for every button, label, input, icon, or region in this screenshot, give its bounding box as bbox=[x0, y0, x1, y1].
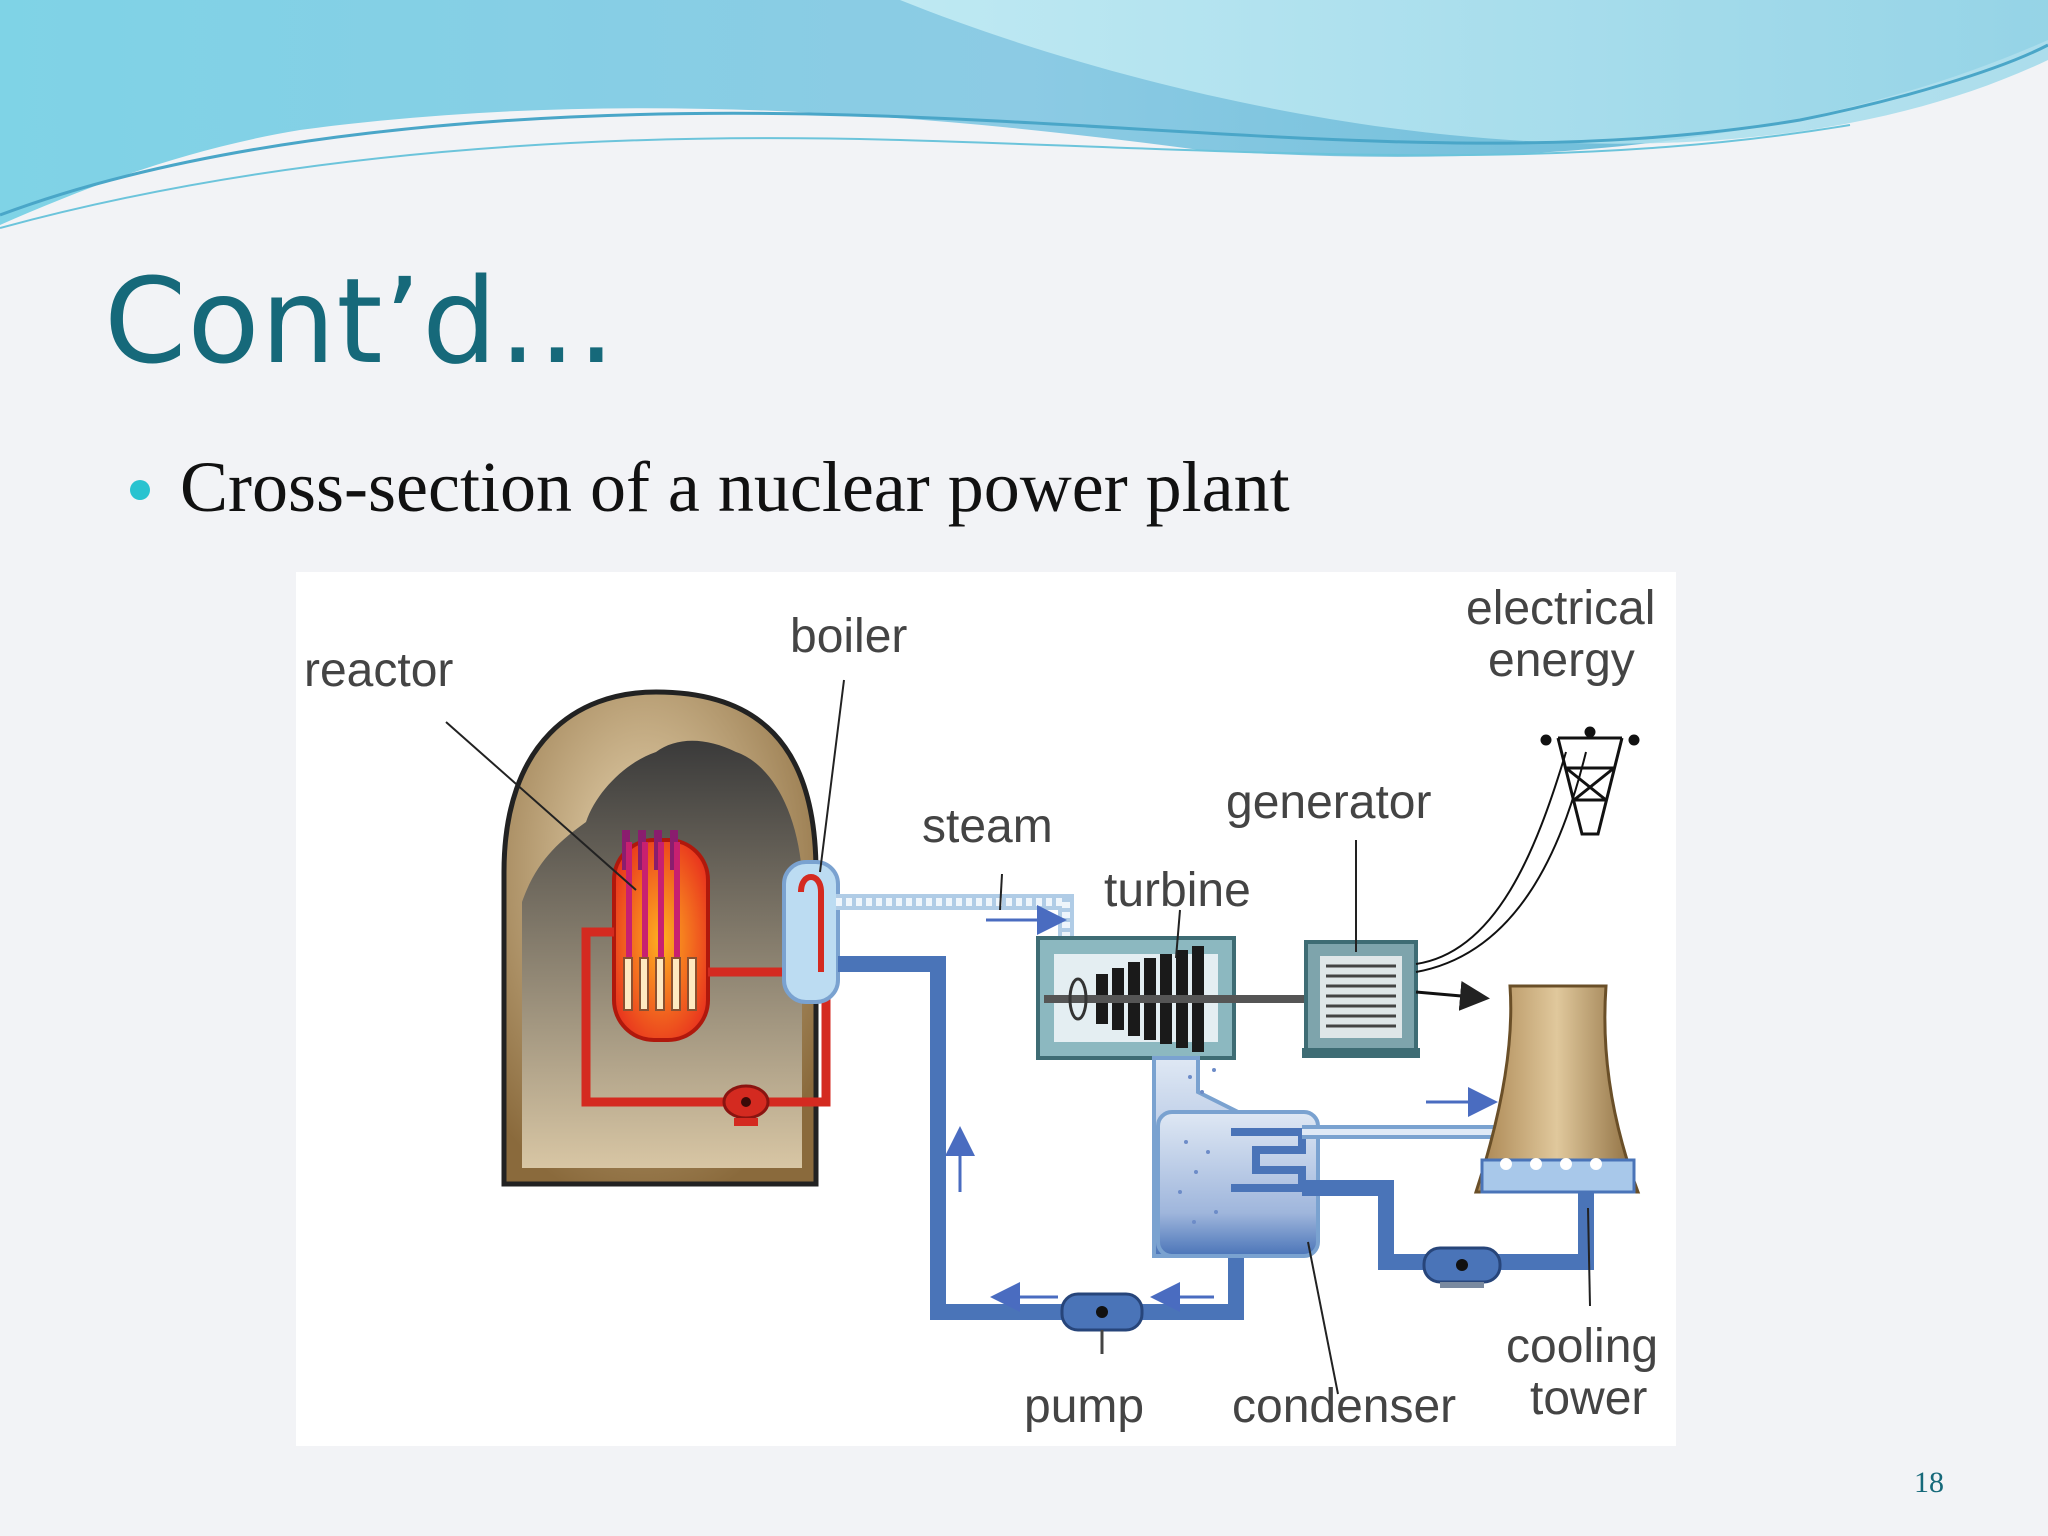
bullet-item: Cross-section of a nuclear power plant bbox=[130, 446, 1290, 529]
transmission-tower-icon bbox=[1540, 726, 1640, 836]
condenser bbox=[1152, 1056, 1320, 1258]
nuclear-plant-diagram: reactor boiler steam turbine generator e… bbox=[296, 572, 1676, 1446]
label-pump: pump bbox=[1024, 1380, 1144, 1433]
label-generator: generator bbox=[1226, 776, 1431, 829]
bullet-text: Cross-section of a nuclear power plant bbox=[180, 447, 1290, 527]
power-lines bbox=[1415, 751, 1587, 1011]
cooling-tower bbox=[1473, 984, 1641, 1194]
cooling-pump-icon bbox=[1422, 1246, 1502, 1288]
label-boiler: boiler bbox=[790, 610, 907, 663]
generator bbox=[1302, 940, 1420, 1058]
label-reactor: reactor bbox=[304, 644, 453, 697]
label-steam: steam bbox=[922, 800, 1053, 853]
slide-title: Cont’d… bbox=[104, 252, 618, 390]
feedwater-return-pipe bbox=[838, 956, 1244, 1320]
label-turbine: turbine bbox=[1104, 864, 1251, 917]
feed-pump-icon bbox=[1060, 1292, 1144, 1354]
label-cooling-tower-2: tower bbox=[1530, 1372, 1647, 1425]
page-number: 18 bbox=[1914, 1466, 1944, 1499]
label-electrical-energy-1: electrical bbox=[1466, 582, 1655, 635]
reactor-vessel bbox=[612, 830, 710, 1042]
leader-lines bbox=[445, 679, 1591, 1395]
primary-pump-icon bbox=[722, 1084, 770, 1126]
label-electrical-energy-2: energy bbox=[1488, 634, 1635, 687]
boiler bbox=[782, 860, 840, 1004]
turbine bbox=[1036, 936, 1306, 1060]
header-wave-decoration bbox=[0, 0, 2048, 229]
label-cooling-tower-1: cooling bbox=[1506, 1320, 1658, 1373]
bullet-dot-icon bbox=[130, 479, 150, 500]
label-condenser: condenser bbox=[1232, 1380, 1456, 1433]
